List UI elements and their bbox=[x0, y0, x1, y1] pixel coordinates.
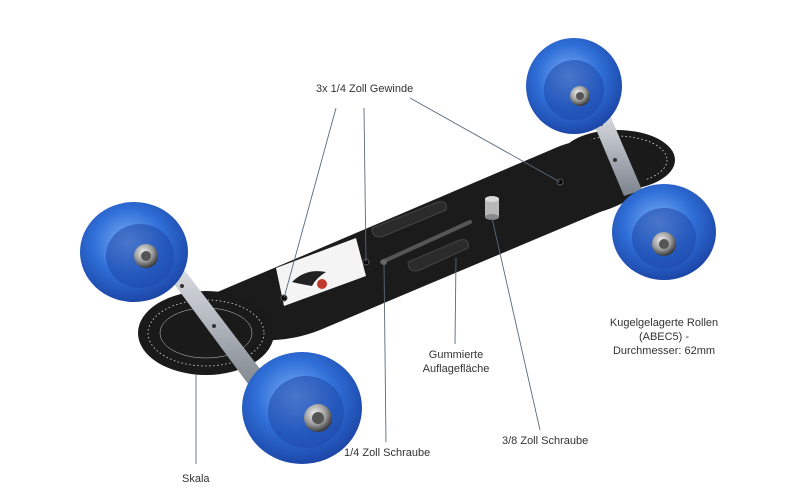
label-three-eighths-screw: 3/8 Zoll Schraube bbox=[502, 435, 589, 447]
label-rubber-line2: Auflagefläche bbox=[422, 363, 490, 375]
wheel-front-left bbox=[80, 202, 188, 302]
label-bearings-line2: (ABEC5) - bbox=[638, 331, 690, 343]
leader-three-eighths bbox=[491, 217, 541, 431]
leader-rubber bbox=[454, 257, 457, 345]
label-rubber: Gummierte Auflagefläche bbox=[416, 348, 496, 376]
leader-lines bbox=[195, 97, 561, 464]
leader-threads-left bbox=[283, 107, 337, 299]
eagle-logo-sticker bbox=[276, 238, 366, 306]
label-quarter-screw: 1/4 Zoll Schraube bbox=[344, 447, 431, 459]
label-threads: 3x 1/4 Zoll Gewinde bbox=[316, 83, 414, 95]
leader-threads-mid bbox=[363, 107, 367, 263]
rubber-pads bbox=[371, 201, 469, 272]
leader-threads-right bbox=[409, 97, 561, 183]
three-eighths-screw bbox=[485, 196, 499, 220]
wheel-front-right bbox=[242, 352, 362, 464]
label-scale: Skala bbox=[182, 473, 210, 485]
leader-quarter-screw bbox=[383, 263, 387, 443]
wheel-rear-right bbox=[612, 184, 716, 280]
label-bearings: Kugelgelagerte Rollen (ABEC5) - Durchmes… bbox=[600, 316, 728, 358]
label-bearings-line3: Durchmesser: 62mm bbox=[612, 345, 716, 357]
label-rubber-line1: Gummierte bbox=[428, 349, 484, 361]
center-slot bbox=[380, 220, 472, 264]
quarter-screw-head bbox=[381, 259, 387, 265]
wheel-rear-left bbox=[526, 38, 622, 134]
label-bearings-line1: Kugelgelagerte Rollen bbox=[609, 317, 719, 329]
